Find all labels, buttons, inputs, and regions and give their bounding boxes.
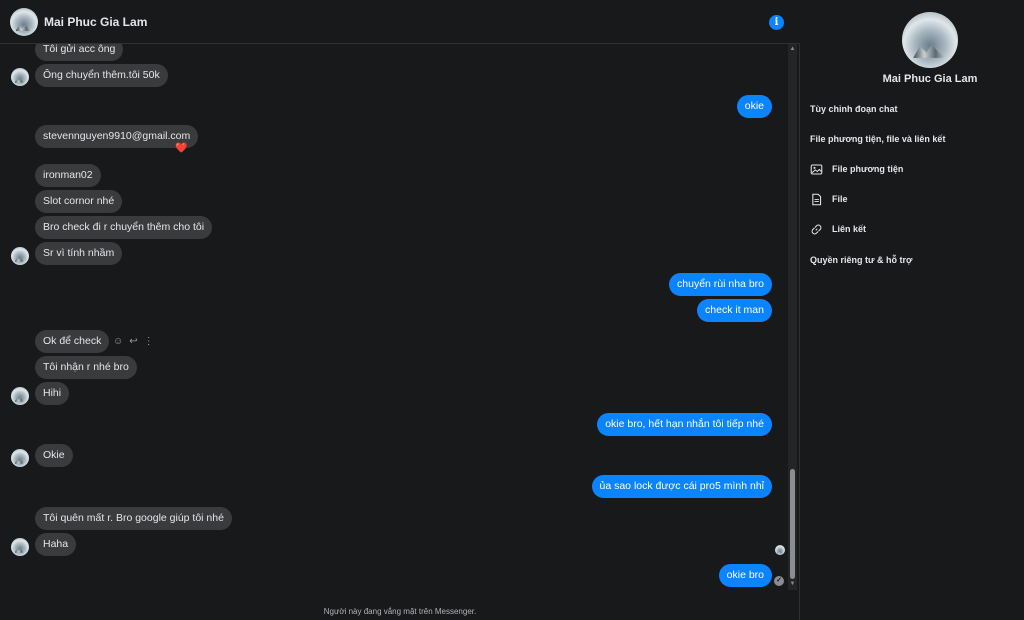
message-outgoing[interactable]: check it man bbox=[697, 299, 772, 322]
message-incoming[interactable]: Hihi bbox=[35, 382, 70, 405]
scroll-up-icon[interactable]: ▲ bbox=[789, 46, 796, 52]
message-incoming[interactable]: Ông chuyển thêm.tôi 50k bbox=[35, 64, 168, 87]
scroll-thumb[interactable] bbox=[790, 469, 795, 579]
message-incoming[interactable]: Sr vì tính nhầm bbox=[35, 242, 123, 265]
message-incoming[interactable]: Tôi nhận r nhé bro bbox=[35, 356, 137, 379]
links-label: Liên kết bbox=[832, 224, 867, 234]
avatar[interactable] bbox=[10, 8, 38, 36]
scrollbar[interactable]: ▲ ▼ bbox=[788, 44, 797, 590]
scroll-down-icon[interactable]: ▼ bbox=[789, 581, 796, 587]
avatar[interactable] bbox=[11, 247, 29, 265]
message-actions: ☺ ↩ ⋮ bbox=[113, 336, 160, 347]
emoji-react-icon[interactable]: ☺ bbox=[113, 336, 124, 347]
panel-contact-name: Mai Phuc Gia Lam bbox=[882, 73, 978, 85]
reply-icon[interactable]: ↩ bbox=[129, 336, 138, 347]
chat-area: Tôi gửi acc ông Ông chuyển thêm.tôi 50k … bbox=[0, 0, 800, 620]
file-icon bbox=[812, 193, 822, 206]
message-incoming[interactable]: Tôi quên mất r. Bro google giúp tôi nhé bbox=[35, 507, 232, 530]
media-label: File phương tiện bbox=[832, 164, 904, 174]
avatar[interactable] bbox=[11, 449, 29, 467]
message-incoming[interactable]: Okie bbox=[35, 444, 73, 467]
avatar[interactable] bbox=[11, 538, 29, 556]
message-incoming[interactable]: stevennguyen9910@gmail.com bbox=[35, 125, 199, 148]
more-options-icon[interactable]: ⋮ bbox=[143, 336, 154, 347]
chat-header: Mai Phuc Gia Lam i bbox=[0, 0, 800, 44]
delivered-check-icon: ✓ bbox=[774, 576, 784, 586]
message-incoming[interactable]: Haha bbox=[35, 533, 77, 556]
message-incoming[interactable]: Bro check đi r chuyển thêm cho tôi bbox=[35, 216, 213, 239]
image-icon bbox=[810, 164, 823, 175]
avatar[interactable] bbox=[902, 12, 958, 68]
message-outgoing[interactable]: okie bbox=[736, 95, 772, 118]
avatar[interactable] bbox=[11, 387, 29, 405]
message-outgoing[interactable]: chuyển rùi nha bro bbox=[669, 273, 772, 296]
privacy-support-item[interactable]: Quyền riêng tư & hỗ trợ bbox=[810, 255, 913, 265]
heart-reaction-icon[interactable]: ❤️ bbox=[175, 143, 188, 154]
divider bbox=[799, 0, 800, 620]
info-icon[interactable]: i bbox=[769, 15, 784, 30]
message-list: Tôi gửi acc ông Ông chuyển thêm.tôi 50k … bbox=[0, 0, 800, 620]
customize-chat-item[interactable]: Tùy chỉnh đoạn chat bbox=[810, 104, 898, 114]
file-label: File bbox=[832, 194, 848, 204]
message-outgoing[interactable]: okie bro, hết hạn nhắn tôi tiếp nhé bbox=[597, 413, 772, 436]
link-icon bbox=[811, 224, 822, 235]
contact-name[interactable]: Mai Phuc Gia Lam bbox=[44, 15, 148, 29]
avatar[interactable] bbox=[11, 68, 29, 86]
status-text: Người này đang vắng mặt trên Messenger. bbox=[323, 607, 477, 616]
message-incoming[interactable]: ironman02 bbox=[35, 164, 101, 187]
message-outgoing[interactable]: ủa sao lock được cái pro5 mình nhỉ bbox=[591, 475, 772, 498]
message-incoming[interactable]: Ok để check bbox=[35, 330, 110, 353]
seen-avatar bbox=[775, 545, 785, 555]
message-incoming[interactable]: Slot cornor nhé bbox=[35, 190, 123, 213]
chat-info-panel: Mai Phuc Gia Lam Tùy chỉnh đoạn chat Fil… bbox=[800, 0, 1024, 620]
message-outgoing[interactable]: okie bro bbox=[718, 564, 772, 587]
media-files-links-item[interactable]: File phương tiện, file và liên kết bbox=[810, 134, 946, 144]
